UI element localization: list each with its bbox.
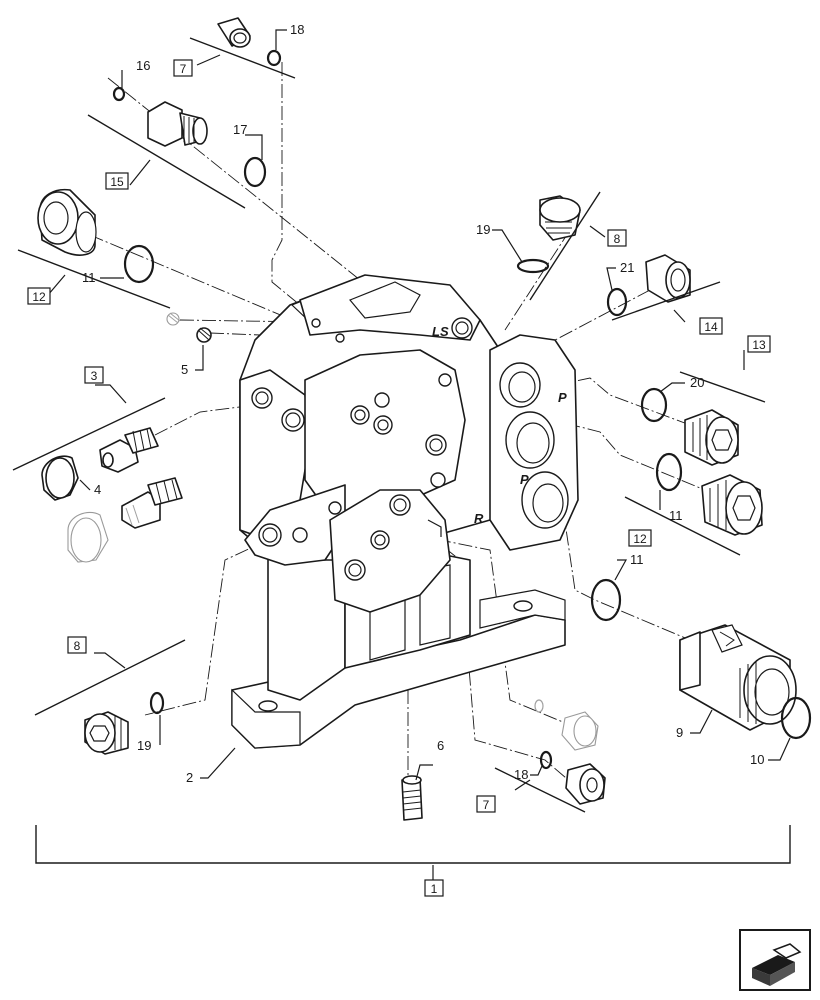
oring-18-bottom: [539, 750, 553, 770]
part-plug-ghost-right: [534, 699, 599, 751]
callout-11-left: 11: [82, 270, 96, 285]
callout-11-lower: 11: [630, 552, 644, 567]
box-ref-15: 15: [110, 175, 124, 189]
box-ref-13: 13: [752, 338, 766, 352]
box-ref-7-top: 7: [180, 62, 187, 76]
oring-19-bottom: [149, 691, 165, 715]
part-plug-12-right: [701, 474, 763, 536]
oring-11-right: [655, 452, 683, 492]
part-plug-7-bottom: [565, 763, 606, 805]
part-fitting-15: [147, 101, 208, 147]
callout-19-bottom: 19: [137, 738, 151, 753]
oring-17: [243, 156, 267, 188]
part-stud-6: [401, 775, 423, 821]
port-mark-p-lower: P: [520, 472, 529, 487]
box-ref-12-left: 12: [32, 290, 46, 304]
callout-19-top: 19: [476, 222, 490, 237]
part-plug-14: [645, 254, 691, 303]
next-page-arrow-icon[interactable]: [739, 929, 811, 991]
part-plug-top: [217, 17, 251, 48]
box-ref-12-right: 12: [633, 532, 647, 546]
valve-body: LS P P R: [231, 274, 579, 749]
callout-2: 2: [186, 770, 193, 785]
box-ref-8-top: 8: [614, 232, 621, 246]
callout-10: 10: [750, 752, 764, 767]
box-ref-3: 3: [91, 369, 98, 383]
boxed-references: 7 15 12 3 8 14 13 12 8 7 1: [27, 59, 771, 897]
port-mark-r: R: [474, 511, 484, 526]
callout-17: 17: [233, 122, 247, 137]
callout-9: 9: [676, 725, 683, 740]
part-plug-8-bottom: [84, 711, 129, 755]
oring-19-top: [516, 258, 550, 274]
callout-18-bottom: 18: [514, 767, 528, 782]
part-check-valve-4: [41, 427, 159, 501]
port-p: [505, 411, 555, 469]
port-r: [521, 471, 569, 529]
oring-11-lower: [590, 578, 622, 622]
part-plug-8-top: [539, 195, 581, 241]
part-small-plugs-5: [166, 312, 212, 343]
leader-lines: [47, 29, 791, 880]
box-ref-1: 1: [431, 882, 438, 896]
oring-11-left: [123, 244, 155, 284]
callout-4: 4: [94, 482, 101, 497]
box-ref-7-bottom: 7: [483, 798, 490, 812]
callout-6: 6: [437, 738, 444, 753]
oring-20: [640, 387, 668, 423]
part-plug-13: [684, 409, 739, 466]
callout-11-right: 11: [669, 508, 683, 523]
callout-5: 5: [181, 362, 188, 377]
callout-18-top: 18: [290, 22, 304, 37]
part-check-valve-ghost: [67, 477, 183, 563]
oring-10: [780, 696, 812, 740]
port-mark-p-upper: P: [558, 390, 567, 405]
port-upper: [499, 362, 541, 408]
callout-21: 21: [620, 260, 634, 275]
port-mark-ls: LS: [432, 324, 449, 339]
part-fitting-9: [679, 624, 797, 731]
mounting-hole-left: [258, 700, 278, 712]
callout-numbers: 18 16 17 11 5 19 21 20 11 11 4 6 2 9 10 …: [82, 22, 764, 785]
mounting-hole-right: [513, 600, 533, 612]
oring-18-top: [266, 49, 282, 67]
part-plug-12-left: [37, 188, 97, 256]
box-ref-14: 14: [704, 320, 718, 334]
oring-16: [112, 86, 126, 102]
box-ref-8-bottom: 8: [74, 639, 81, 653]
group-brackets: [12, 37, 791, 864]
callout-20: 20: [690, 375, 704, 390]
oring-21: [606, 287, 628, 317]
callout-16: 16: [136, 58, 150, 73]
